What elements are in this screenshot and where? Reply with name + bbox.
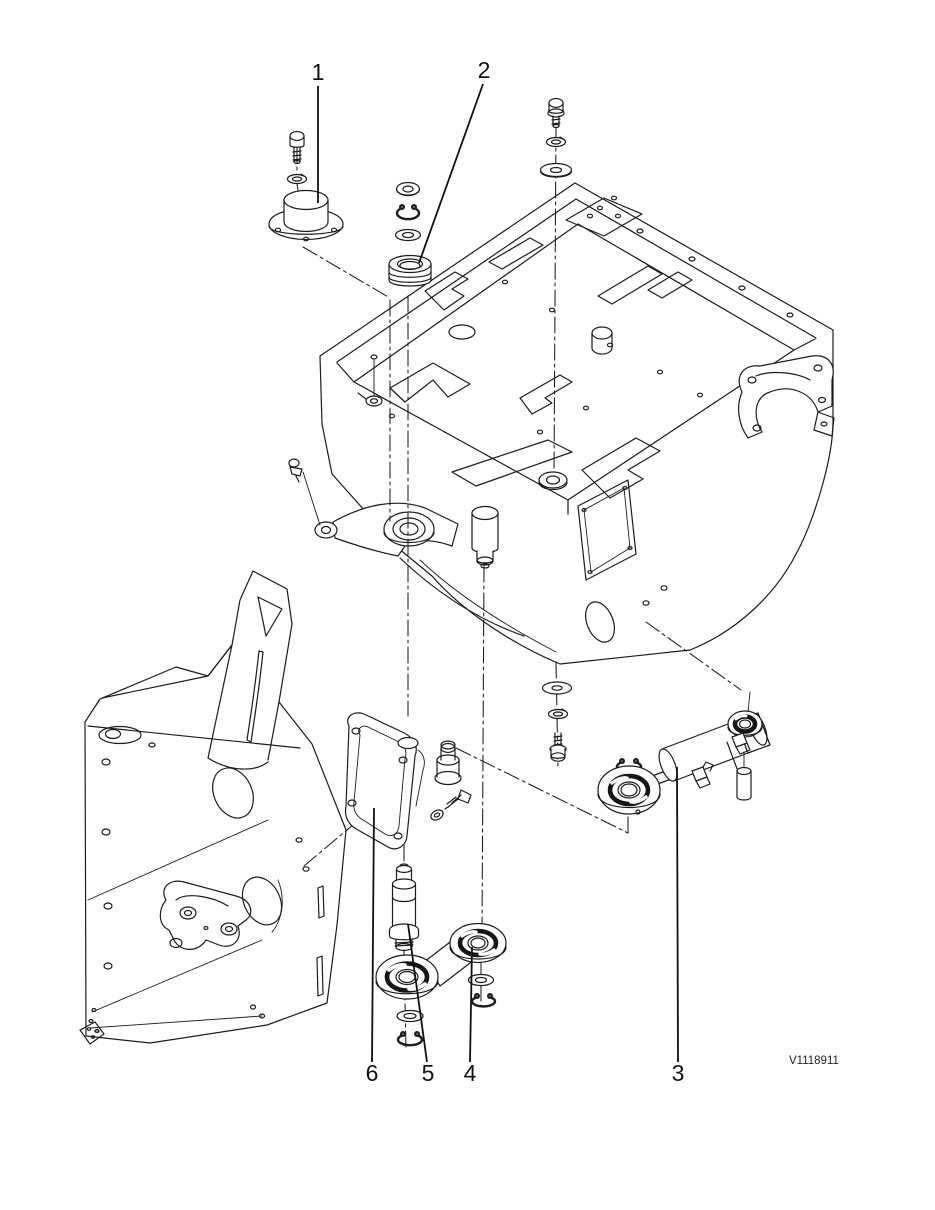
steering-cylinder-part-3: [597, 691, 771, 815]
cylinder-pin: [736, 751, 752, 801]
callout-3-label: 3: [672, 1060, 685, 1086]
snap-ring-link-right: [470, 993, 497, 1008]
hydraulic-fitting-left: [691, 761, 714, 789]
grease-fitting: [288, 458, 321, 526]
hydraulic-fitting-right: [731, 732, 751, 755]
callout-6-label: 6: [366, 1060, 379, 1086]
nut-above-bushing: [395, 181, 421, 197]
pivot-pin-part-5: [388, 863, 420, 952]
drawing-code: V1118911: [789, 1055, 839, 1067]
callout-4-leader: [469, 946, 473, 1063]
callout-4-label: 4: [464, 1060, 477, 1086]
hex-bolt-top-left: [289, 130, 305, 165]
flat-washer-link-left: [396, 1009, 424, 1023]
lock-washer-top-left: [286, 173, 308, 185]
accumulator-cylinder: [471, 505, 499, 569]
bushing-part-2: [388, 254, 432, 287]
callout-6-leader: [371, 807, 375, 1063]
callout-2-label: 2: [478, 57, 491, 83]
flat-washer-bracket: [430, 809, 444, 821]
link-part-4: [375, 922, 507, 1000]
hex-bolt-bracket: [444, 789, 472, 810]
snap-ring-link-left: [396, 1030, 424, 1047]
callout-layer: 1 2 3 4 5 6: [312, 57, 685, 1086]
callout-5-label: 5: [422, 1060, 435, 1086]
rear-frame: [288, 182, 835, 665]
mount-bracket-part-6: [344, 712, 462, 850]
callout-2-leader: [418, 83, 484, 264]
lock-washer-under-frame: [547, 708, 569, 720]
flat-washer-link-right: [467, 973, 495, 987]
front-frame: [79, 570, 347, 1045]
flat-washer-above-bushing: [394, 228, 422, 242]
cover-cap-part-1: [268, 189, 344, 242]
callout-1-label: 1: [312, 59, 325, 85]
flat-washer-top-right: [539, 162, 573, 178]
hex-bolt-top-right: [547, 97, 565, 129]
callout-3-leader: [676, 766, 679, 1063]
hex-bolt-under-frame: [549, 732, 567, 762]
callout-5-leader: [407, 923, 428, 1063]
lock-washer-top-right: [545, 136, 567, 148]
retaining-ring-above-bushing: [395, 203, 421, 221]
flat-washer-under-frame: [541, 681, 573, 695]
